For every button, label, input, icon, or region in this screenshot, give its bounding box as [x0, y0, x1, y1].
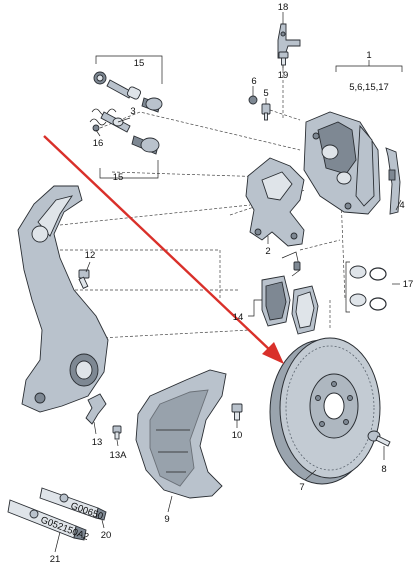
callout-12: 12 — [85, 250, 96, 261]
callout-7: 7 — [299, 482, 304, 493]
part-14-brake-pads — [261, 251, 319, 335]
part-1-brake-caliper — [303, 111, 381, 215]
callout-13a: 13A — [110, 450, 128, 461]
part-13-bracket — [85, 393, 107, 425]
callout-1-includes: 5,6,15,17 — [349, 82, 389, 93]
part-15-guide-pins-upper — [93, 71, 163, 113]
callout-5: 5 — [263, 88, 268, 99]
callout-1: 1 — [366, 50, 371, 61]
part-9-splash-shield — [135, 369, 227, 499]
part-15-guide-pins-lower — [100, 111, 160, 155]
callout-4: 4 — [399, 200, 404, 211]
callout-14: 14 — [233, 312, 244, 323]
callouts: 18 15 6 5 19 1 5,6,15,17 3 16 15 4 2 12 … — [50, 2, 414, 565]
red-arrow — [43, 135, 284, 364]
callout-2: 2 — [265, 246, 270, 257]
part-16-spring-clip — [89, 108, 117, 132]
callout-3: 3 — [130, 106, 135, 117]
callout-15-upper: 15 — [134, 58, 145, 69]
part-18-bracket — [277, 23, 301, 59]
callout-6: 6 — [251, 76, 256, 87]
callout-15-lower: 15 — [113, 172, 124, 183]
part-5-bleeder-screw — [261, 103, 271, 121]
part-13a-bolt — [112, 425, 122, 440]
callout-10: 10 — [232, 430, 243, 441]
part-7-brake-disc — [269, 337, 381, 485]
steering-knuckle — [17, 185, 109, 413]
callout-16: 16 — [93, 138, 104, 149]
part-4-retaining-spring — [385, 147, 401, 215]
callout-18: 18 — [278, 2, 289, 13]
callout-20: 20 — [101, 530, 112, 541]
leader-lines — [54, 12, 403, 553]
callout-13: 13 — [92, 437, 103, 448]
callout-19: 19 — [278, 70, 289, 81]
tube-21-label: G052150A2 — [39, 515, 90, 543]
part-6-bleeder-cap — [248, 95, 258, 105]
part-8-disc-screw — [367, 430, 391, 447]
part-19-bolt — [278, 51, 289, 66]
part-17-piston-seals — [349, 265, 387, 311]
callout-21: 21 — [50, 554, 61, 565]
callout-9: 9 — [164, 514, 169, 525]
callout-8: 8 — [381, 464, 386, 475]
part-2-caliper-carrier — [245, 157, 305, 247]
part-12-bolt — [78, 269, 90, 289]
part-10-bolt — [231, 403, 243, 421]
callout-17: 17 — [403, 279, 414, 290]
